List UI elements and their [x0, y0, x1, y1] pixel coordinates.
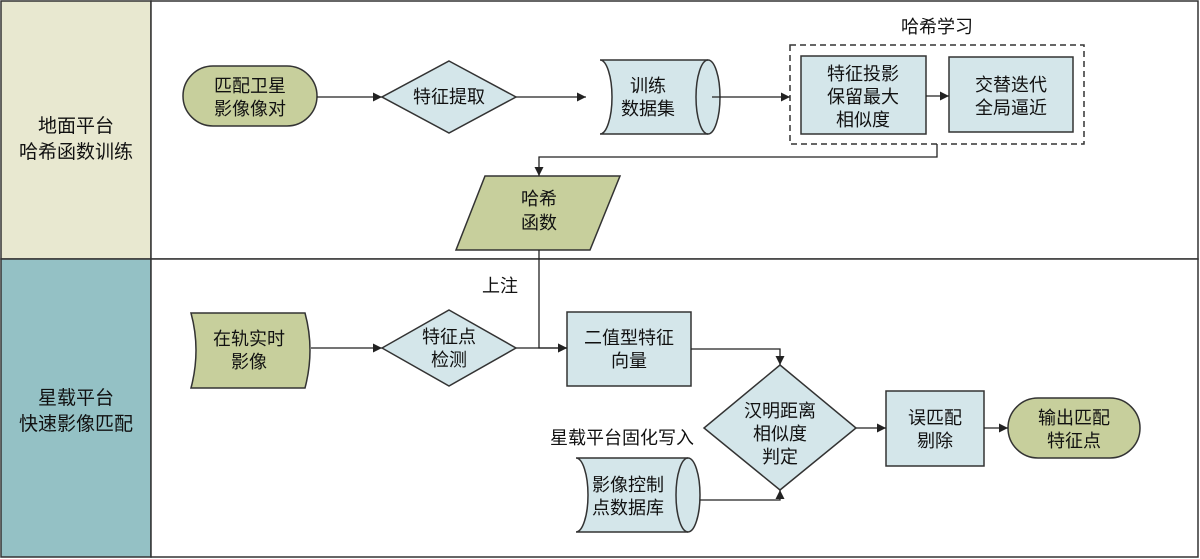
- gcp-db-edge: [675, 457, 689, 533]
- lane-ground-title-1: 地面平台: [38, 115, 114, 137]
- hash-func-io: [454, 175, 622, 251]
- lane-onboard-title-2: 快速影像匹配: [19, 413, 133, 435]
- alt-iterate-label-2: 全局逼近: [975, 98, 1047, 119]
- proj-similarity-process: [800, 55, 927, 135]
- alt-iterate-process: [948, 56, 1074, 133]
- hamming-judge-label-2: 相似度: [753, 424, 807, 445]
- gcp-db-label-1: 影像控制: [592, 475, 664, 496]
- output-points-label-2: 特征点: [1047, 431, 1101, 452]
- upload-label: 上注: [482, 276, 518, 297]
- hash-func-label-1: 哈希: [521, 189, 557, 210]
- feature-extract-label: 特征提取: [413, 87, 485, 108]
- lane-onboard-bg: [0, 258, 152, 558]
- train-dataset-edge: [695, 59, 709, 135]
- feature-detect-decision: [380, 309, 518, 387]
- alt-iterate-label-1: 交替迭代: [975, 75, 1047, 96]
- mismatch-remove-label-1: 误匹配: [908, 408, 962, 429]
- hamming-judge-label-1: 汉明距离: [744, 401, 816, 422]
- feature-detect-label-1: 特征点: [422, 327, 476, 348]
- match-pairs-label-1: 匹配卫星: [214, 76, 286, 97]
- arrow-db-to-hamming: [700, 490, 785, 501]
- onorbit-image-label-2: 影像: [231, 352, 267, 373]
- gcp-db-label-2: 点数据库: [592, 498, 664, 519]
- mismatch-remove-process: [885, 390, 985, 467]
- proj-similarity-label-1: 特征投影: [827, 64, 899, 85]
- binary-vector-label-2: 向量: [611, 351, 647, 372]
- train-dataset-label-2: 数据集: [621, 99, 675, 120]
- output-points-label-1: 输出匹配: [1038, 408, 1110, 429]
- train-dataset-storage: [599, 59, 721, 135]
- train-dataset-label-1: 训练: [630, 76, 666, 97]
- mismatch-remove-label-2: 剔除: [917, 431, 953, 452]
- binary-vector-process: [566, 311, 692, 387]
- lane-ground-title-2: 哈希函数训练: [19, 141, 133, 163]
- onorbit-image-document: [190, 312, 311, 389]
- match-pairs-label-2: 影像像对: [214, 99, 286, 120]
- arrow-hashlearn-to-func: [534, 144, 938, 176]
- proj-similarity-label-2: 保留最大: [827, 87, 899, 108]
- onorbit-image-label-1: 在轨实时: [213, 329, 285, 350]
- binary-vector-label-1: 二值型特征: [584, 328, 674, 349]
- lane-onboard-title-1: 星载平台: [38, 387, 114, 409]
- hash-learning-title: 哈希学习: [901, 17, 973, 38]
- match-pairs-terminal: [182, 65, 318, 127]
- feature-detect-label-2: 检测: [431, 350, 467, 371]
- hash-func-label-2: 函数: [521, 213, 557, 234]
- lane-ground-bg: [0, 0, 152, 260]
- arrow-vector-to-hamming: [691, 348, 785, 365]
- hamming-judge-label-3: 判定: [762, 447, 798, 468]
- solidify-label: 星载平台固化写入: [550, 428, 694, 449]
- proj-similarity-label-3: 相似度: [836, 110, 890, 131]
- feature-extract-decision: [380, 60, 518, 134]
